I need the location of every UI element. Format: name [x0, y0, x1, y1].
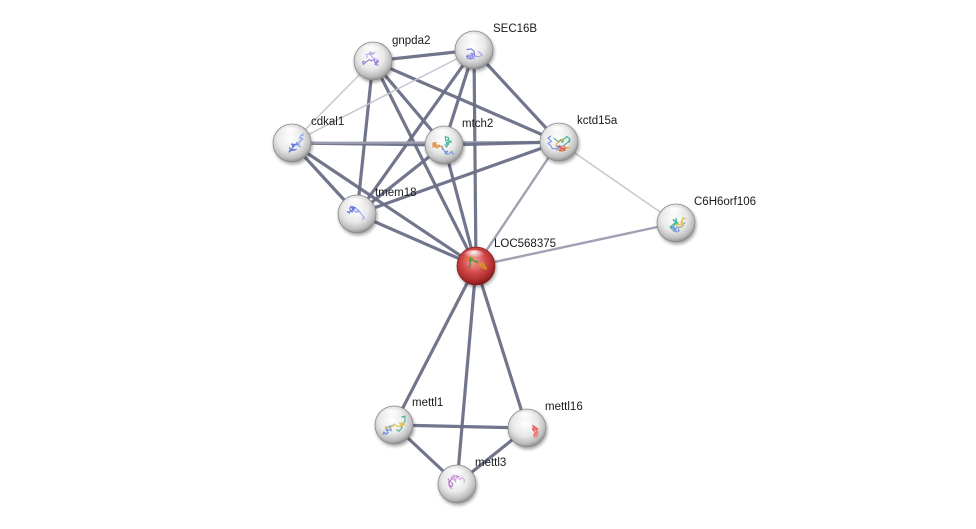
node-mettl16[interactable]	[507, 408, 547, 448]
protein-structure-icon	[432, 135, 455, 155]
edge-LOC568375-mettl16[interactable]	[474, 264, 529, 430]
node-mtch2[interactable]	[424, 125, 464, 165]
node-tmem18[interactable]	[337, 194, 377, 234]
node-label-C6H6orf106: C6H6orf106	[694, 196, 756, 208]
node-label-tmem18: tmem18	[375, 187, 417, 199]
edge-kctd15a-LOC568375[interactable]	[474, 140, 561, 268]
edge-mettl1-mettl16[interactable]	[392, 423, 529, 430]
node-kctd15a[interactable]	[539, 122, 579, 162]
node-C6H6orf106[interactable]	[656, 203, 696, 243]
edge-kctd15a-tmem18[interactable]	[355, 140, 561, 216]
protein-structure-icon	[288, 133, 304, 153]
protein-structure-icon	[531, 424, 539, 438]
edge-gnpda2-LOC568375[interactable]	[371, 59, 478, 268]
node-cdkal1[interactable]	[272, 123, 312, 163]
node-highlight	[431, 129, 453, 141]
node-label-mettl1: mettl1	[412, 397, 443, 409]
edge-gnpda2-kctd15a[interactable]	[371, 59, 561, 144]
edge-SEC16B-kctd15a[interactable]	[472, 48, 561, 144]
node-SEC16B[interactable]	[454, 30, 494, 70]
edge-kctd15a-C6H6orf106[interactable]	[558, 141, 677, 224]
node-label-kctd15a: kctd15a	[577, 115, 618, 127]
edge-C6H6orf106-LOC568375[interactable]	[474, 221, 678, 268]
node-highlight	[463, 250, 485, 262]
node-highlight	[663, 207, 685, 219]
edge-SEC16B-LOC568375[interactable]	[472, 48, 478, 268]
node-LOC568375[interactable]	[456, 246, 496, 286]
node-highlight	[444, 468, 466, 480]
node-highlight	[546, 126, 568, 138]
protein-structure-icon	[547, 135, 571, 152]
edge-SEC16B-tmem18[interactable]	[355, 48, 476, 216]
protein-structure-icon	[669, 216, 687, 233]
edge-tmem18-LOC568375[interactable]	[355, 212, 478, 268]
edge-LOC568375-mettl1[interactable]	[392, 264, 478, 427]
nodes-layer: gnpda2 SEC16B cdkal1 mtch2 kctd15a tmem18C6H6…	[272, 23, 756, 504]
node-label-cdkal1: cdkal1	[311, 116, 344, 128]
node-label-SEC16B: SEC16B	[493, 23, 537, 35]
node-highlight	[381, 409, 403, 421]
node-highlight	[279, 127, 301, 139]
node-label-mtch2: mtch2	[462, 118, 493, 130]
node-label-mettl16: mettl16	[545, 401, 583, 413]
edge-LOC568375-mettl3[interactable]	[455, 264, 478, 486]
node-label-gnpda2: gnpda2	[392, 35, 430, 47]
node-label-LOC568375: LOC568375	[494, 238, 556, 250]
node-mettl1[interactable]	[374, 405, 414, 445]
node-mettl3[interactable]	[437, 464, 477, 504]
node-gnpda2[interactable]	[353, 41, 393, 81]
node-highlight	[461, 34, 483, 46]
node-highlight	[360, 45, 382, 57]
node-label-mettl3: mettl3	[475, 457, 506, 469]
node-highlight	[514, 412, 536, 424]
node-highlight	[344, 198, 366, 210]
edge-mtch2-LOC568375[interactable]	[442, 143, 478, 268]
edge-SEC16B-cdkal1[interactable]	[291, 49, 475, 144]
protein-structure-icon	[466, 48, 483, 60]
